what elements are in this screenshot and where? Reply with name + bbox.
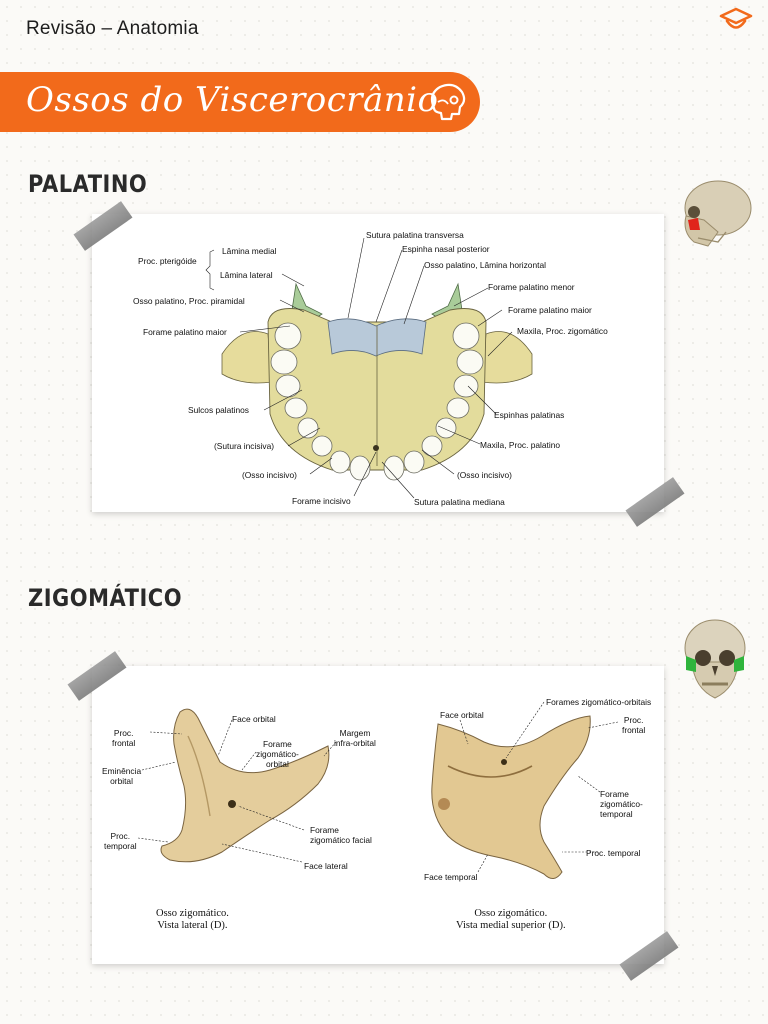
- label-forames-zigomatico-orbitais: Forames zigomático-orbitais: [546, 697, 652, 707]
- caption-vista-lateral: Osso zigomático. Vista lateral (D).: [156, 908, 229, 931]
- label-forame-palatino-menor: Forame palatino menor: [488, 282, 575, 292]
- label-sutura-palatina-mediana: Sutura palatina mediana: [414, 497, 505, 507]
- label-osso-incisivo-left: (Osso incisivo): [242, 470, 297, 480]
- label-proc-frontal-right: Proc.frontal: [622, 715, 646, 735]
- label-face-lateral: Face lateral: [304, 861, 348, 871]
- zygomatic-illustration: [137, 701, 619, 879]
- skull-frontal-thumbnail: [684, 619, 746, 699]
- label-face-orbital-left: Face orbital: [232, 714, 276, 724]
- label-face-temporal: Face temporal: [424, 872, 478, 882]
- label-proc-temporal-right: Proc. temporal: [586, 848, 641, 858]
- graduation-cap-icon: [719, 7, 753, 29]
- title-banner: Ossos do Viscerocrânio: [0, 72, 480, 132]
- palate-illustration: [205, 237, 533, 499]
- label-osso-palatino-piramidal: Osso palatino, Proc. piramidal: [133, 296, 245, 306]
- label-osso-incisivo-right: (Osso incisivo): [457, 470, 512, 480]
- banner-title: Ossos do Viscerocrânio: [26, 80, 439, 120]
- label-maxila-palatino: Maxila, Proc. palatino: [480, 440, 561, 450]
- label-proc-frontal-left: Proc.frontal: [112, 728, 136, 748]
- label-forame-palatino-maior-left: Forame palatino maior: [143, 327, 227, 337]
- label-osso-palatino-horizontal: Osso palatino, Lâmina horizontal: [424, 260, 546, 270]
- label-proc-temporal-left: Proc.temporal: [104, 831, 137, 851]
- label-forame-incisivo: Forame incisivo: [292, 496, 351, 506]
- label-lamina-lateral: Lâmina lateral: [220, 270, 273, 280]
- section-title-palatino: PALATINO: [28, 170, 148, 198]
- label-face-orbital-right: Face orbital: [440, 710, 484, 720]
- label-proc-pterigoide: Proc. pterigóide: [138, 256, 197, 266]
- label-sutura-incisiva: (Sutura incisiva): [214, 441, 275, 451]
- label-maxila-zigomatico: Maxila, Proc. zigomático: [517, 326, 608, 336]
- caption-vista-medial-superior: Osso zigomático. Vista medial superior (…: [456, 908, 566, 931]
- label-forame-palatino-maior-right: Forame palatino maior: [508, 305, 592, 315]
- skull-head-icon: [430, 83, 466, 121]
- label-sutura-palatina-transversa: Sutura palatina transversa: [366, 230, 464, 240]
- label-sulcos-palatinos: Sulcos palatinos: [188, 405, 249, 415]
- skull-lateral-thumbnail: [684, 180, 752, 247]
- label-lamina-medial: Lâmina medial: [222, 246, 277, 256]
- page-header-title: Revisão – Anatomia: [26, 18, 199, 39]
- label-espinhas-palatinas: Espinhas palatinas: [494, 410, 565, 420]
- label-espinha-nasal-posterior: Espinha nasal posterior: [402, 244, 490, 254]
- section-title-zigomatico: ZIGOMÁTICO: [28, 584, 183, 612]
